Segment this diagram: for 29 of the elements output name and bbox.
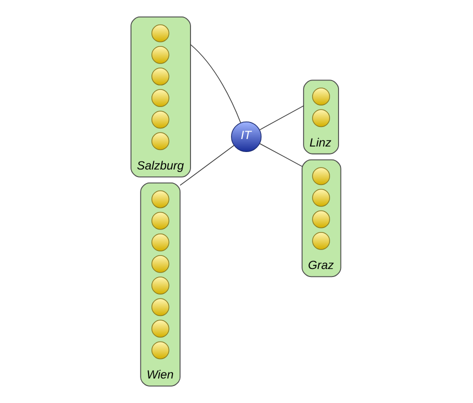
node-circle [150,276,169,294]
connector [179,145,234,186]
node-circle [150,212,169,230]
node-circle [150,68,169,86]
connector [258,105,304,130]
node-circle [312,109,330,128]
node-circle [150,298,169,316]
connector [190,44,241,124]
node-circle [312,210,330,228]
node-circle [312,232,330,250]
node-circle [150,110,169,129]
node-circle [312,188,330,207]
node-circle [150,234,169,252]
node-circle [150,89,169,107]
cluster: Linz [302,80,338,154]
connector [258,143,302,167]
cluster: Salzburg [130,16,190,178]
node-circle [150,24,169,42]
node-circle [150,255,169,273]
node-circle [150,190,169,208]
node-circle [150,132,169,150]
node-circle [150,320,169,338]
node-circle [150,46,169,64]
node-circle [312,167,330,186]
node-circle [150,341,169,360]
cluster: Wien [140,182,180,386]
node-circle [312,88,330,106]
node-circle: IT [230,122,262,152]
cluster: Graz [301,159,341,278]
